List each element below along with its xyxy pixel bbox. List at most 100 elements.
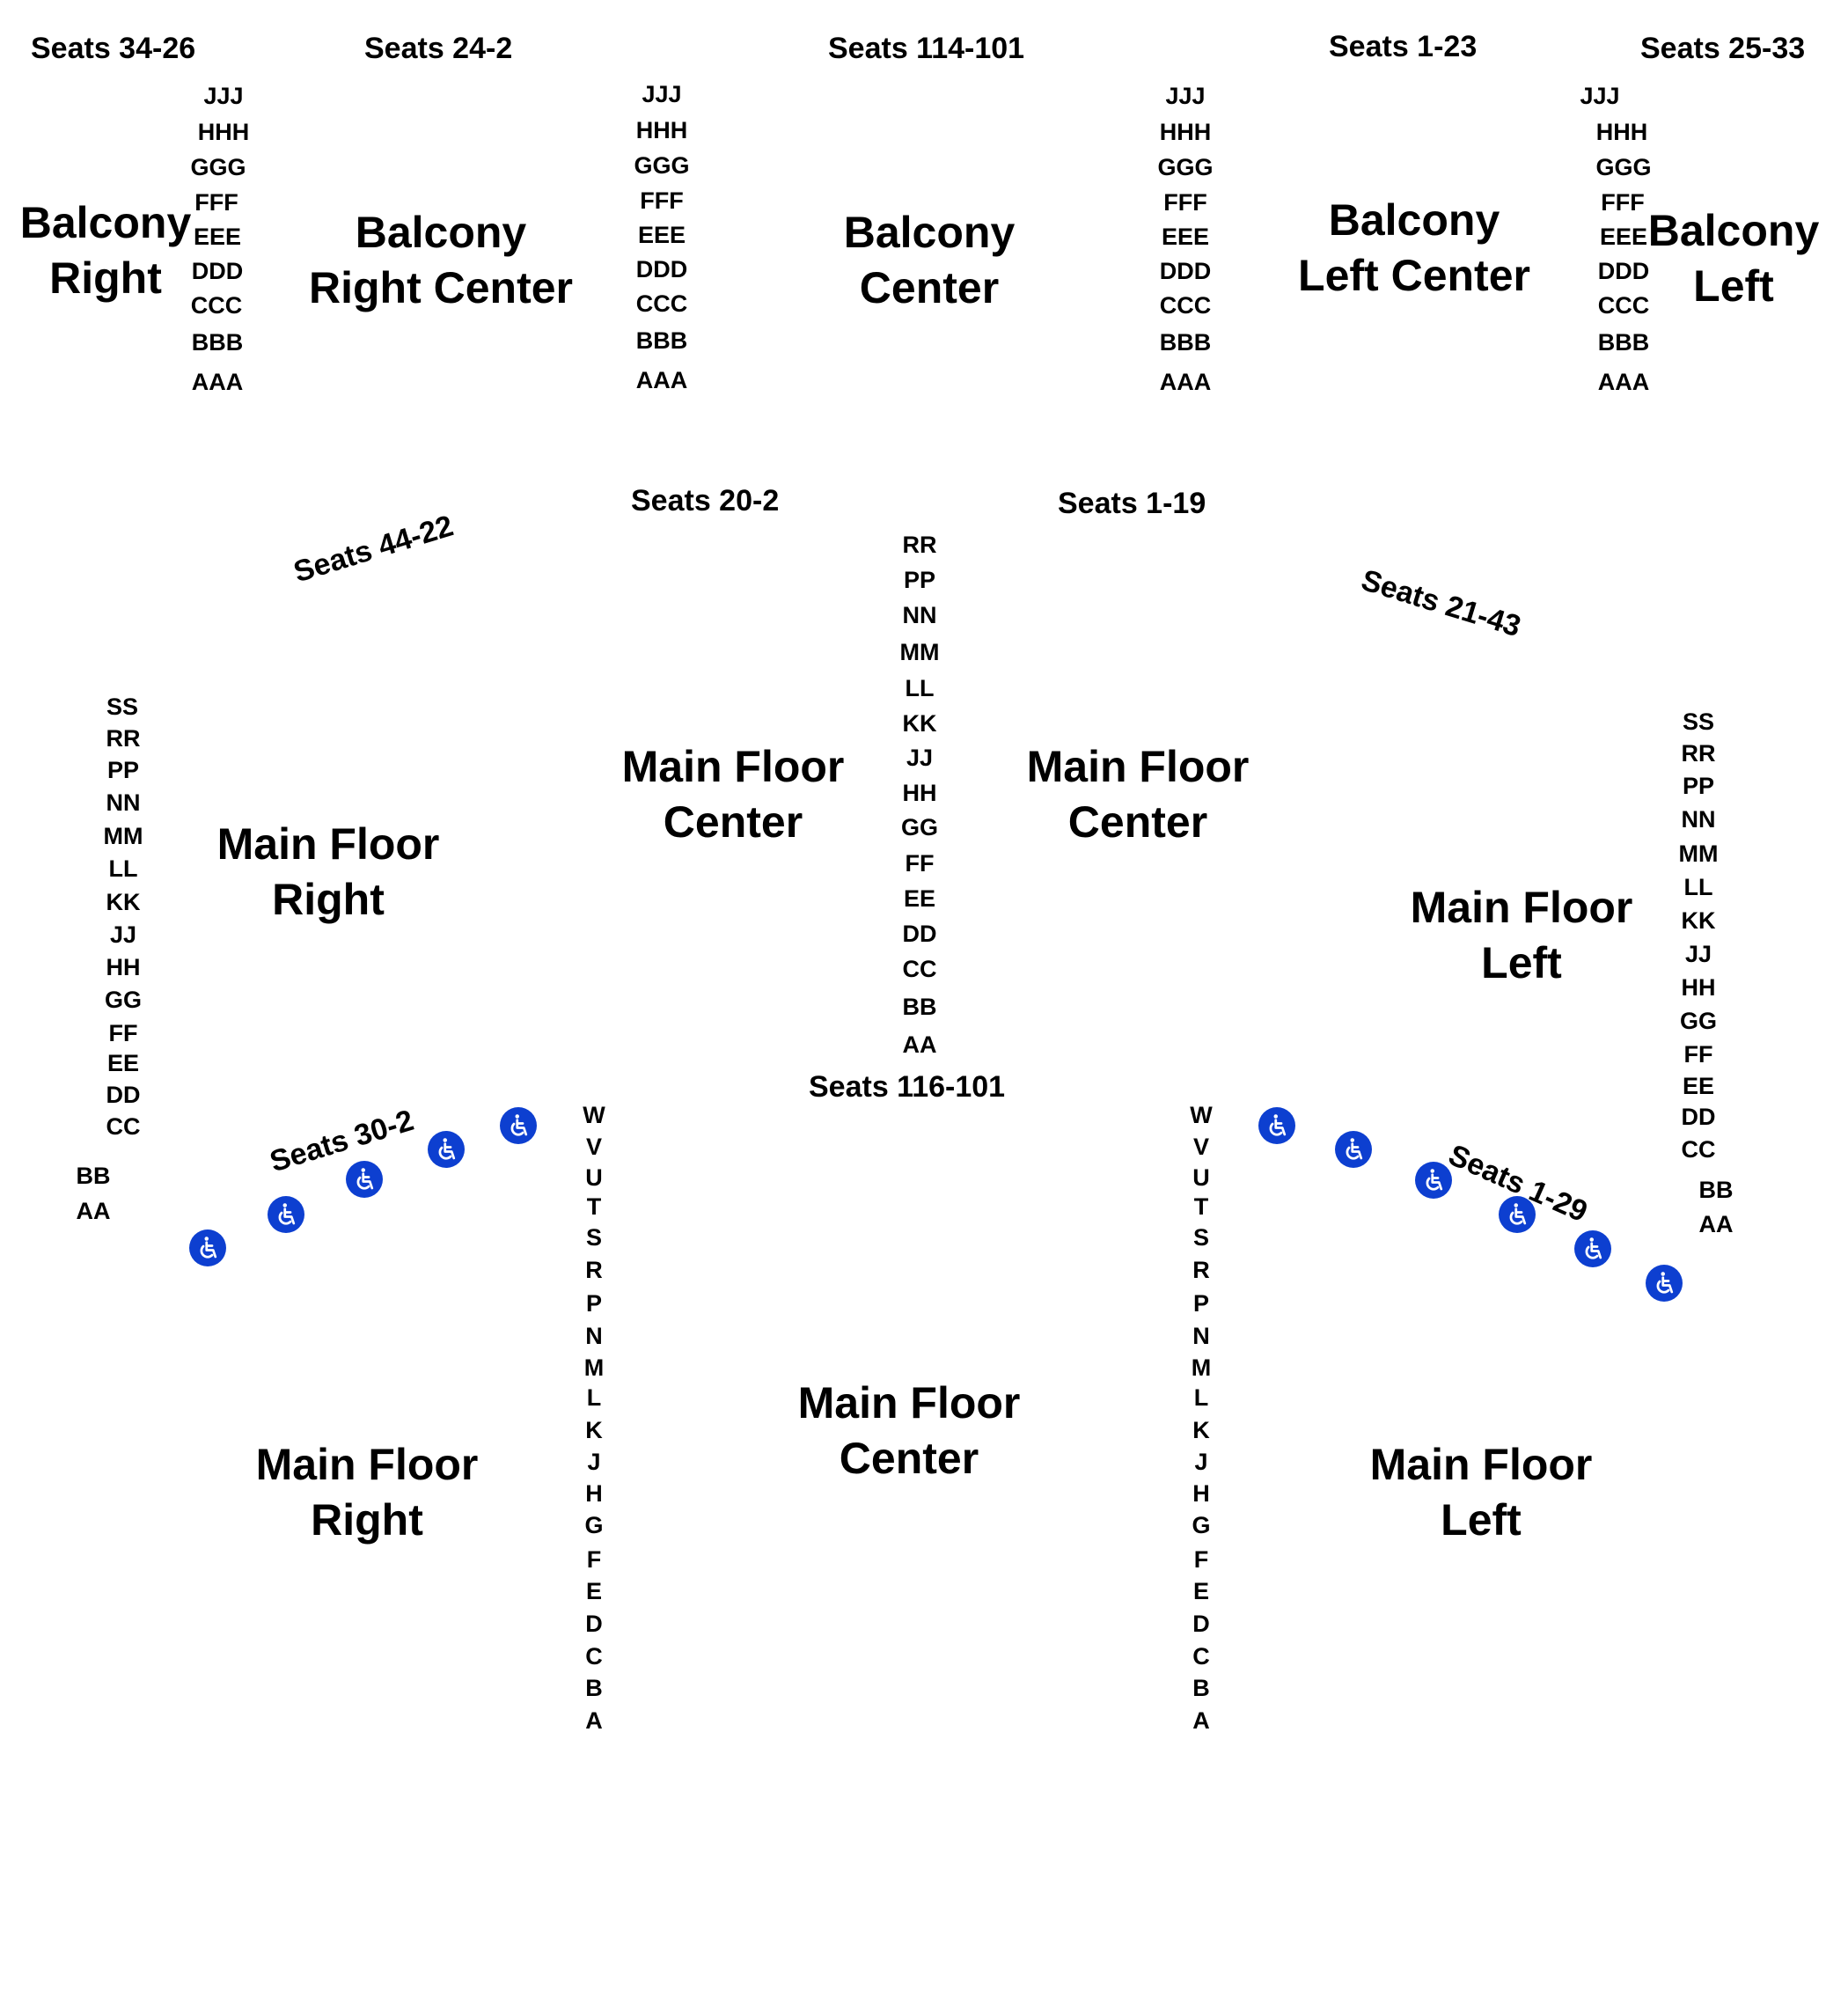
balcony-right-row-ccc: CCC — [190, 292, 243, 319]
wheelchair-accessible-icon — [428, 1131, 465, 1168]
balcony-center-right-col-row-aaa: AAA — [635, 367, 688, 393]
wheelchair-accessible-icon — [268, 1196, 304, 1233]
balcony-center-right-col-row-hhh: HHH — [635, 117, 688, 143]
main-right-upper-row-rr: RR — [106, 725, 141, 752]
balcony-right-row-fff: FFF — [194, 189, 238, 216]
main-center-upper-row-ll: LL — [905, 675, 935, 701]
main-left-upper-row-ff: FF — [1683, 1041, 1713, 1068]
seat-range-main-left-upper: Seats 21-43 — [1357, 563, 1525, 644]
wheelchair-accessible-icon — [346, 1161, 383, 1198]
main-center-upper-row-mm: MM — [899, 639, 940, 665]
seat-range-balcony-left-center: Seats 1-23 — [1329, 30, 1478, 63]
main-lower-right-col-row-k: K — [585, 1417, 603, 1443]
balcony-center-left-col-row-eee: EEE — [1161, 224, 1210, 250]
main-lower-left-col-row-l: L — [1193, 1384, 1209, 1411]
main-right-upper-row-aa: AA — [76, 1198, 111, 1224]
main-lower-right-col-row-f: F — [586, 1546, 602, 1573]
balcony-center-right-col-row-fff: FFF — [640, 187, 684, 214]
main-center-upper-row-cc: CC — [902, 956, 937, 982]
main-lower-left-col-row-v: V — [1192, 1134, 1210, 1160]
balcony-left-row-ddd: DDD — [1597, 258, 1650, 284]
seat-range-main-center-left-half: Seats 1-19 — [1058, 487, 1206, 520]
main-lower-left-col-row-m: M — [1191, 1354, 1212, 1381]
main-lower-left-col-row-f: F — [1193, 1546, 1209, 1573]
main-lower-right-col-row-b: B — [585, 1675, 603, 1701]
balcony-center-right-col-row-jjj: JJJ — [642, 81, 682, 107]
balcony-right-row-ggg: GGG — [190, 154, 246, 180]
main-right-upper-row-pp: PP — [106, 757, 140, 783]
balcony-center-right-col-row-eee: EEE — [637, 222, 686, 248]
main-lower-left-col-row-t: T — [1193, 1193, 1209, 1220]
balcony-center-left-col-row-aaa: AAA — [1159, 369, 1212, 395]
main-lower-left-col-row-b: B — [1192, 1675, 1210, 1701]
main-left-upper-row-bb: BB — [1698, 1177, 1734, 1203]
main-lower-left-col-row-j: J — [1194, 1449, 1208, 1475]
balcony-right-row-hhh: HHH — [197, 119, 250, 145]
seat-range-main-right-lower: Seats 30-2 — [266, 1103, 418, 1179]
balcony-center-right-col-row-ccc: CCC — [635, 290, 688, 317]
main-right-upper-row-dd: DD — [106, 1082, 141, 1108]
main-right-upper-row-gg: GG — [104, 987, 143, 1013]
main-center-upper-row-rr: RR — [902, 532, 937, 558]
main-right-upper-row-bb: BB — [76, 1163, 111, 1189]
main-lower-left-col-row-s: S — [1192, 1224, 1210, 1251]
wheelchair-accessible-icon — [1574, 1230, 1611, 1267]
wheelchair-accessible-icon — [189, 1229, 226, 1266]
wheelchair-accessible-icon — [1415, 1162, 1452, 1199]
main-right-upper-row-nn: NN — [106, 789, 141, 816]
main-left-upper-row-mm: MM — [1678, 840, 1719, 867]
main-lower-right-col-row-d: D — [585, 1611, 603, 1637]
main-lower-right-col-row-c: C — [585, 1643, 603, 1670]
main-lower-right-col-row-v: V — [585, 1134, 603, 1160]
main-lower-left-col-row-a: A — [1192, 1707, 1210, 1734]
balcony-left-row-ggg: GGG — [1595, 154, 1652, 180]
main-center-upper-row-bb: BB — [902, 994, 937, 1020]
wheelchair-accessible-icon — [1258, 1107, 1295, 1144]
balcony-center-right-col-row-ddd: DDD — [635, 256, 688, 283]
balcony-left-row-hhh: HHH — [1595, 119, 1648, 145]
balcony-right-row-ddd: DDD — [191, 258, 244, 284]
main-lower-right-col-row-m: M — [583, 1354, 605, 1381]
main-left-upper-row-cc: CC — [1681, 1136, 1716, 1163]
main-left-upper-row-gg: GG — [1679, 1008, 1718, 1034]
wheelchair-accessible-icon — [1335, 1131, 1372, 1168]
main-center-upper-row-gg: GG — [900, 814, 939, 840]
main-lower-right-col-row-e: E — [585, 1578, 603, 1604]
main-left-upper-row-pp: PP — [1682, 773, 1715, 799]
main-right-upper-row-cc: CC — [106, 1113, 141, 1140]
main-lower-left-col-row-w: W — [1190, 1102, 1213, 1128]
main-center-upper-row-nn: NN — [902, 602, 937, 628]
main-right-upper-row-kk: KK — [106, 889, 141, 915]
balcony-center-left-col-row-jjj: JJJ — [1165, 83, 1206, 109]
main-left-upper-row-hh: HH — [1681, 974, 1716, 1001]
main-lower-left-col-row-k: K — [1192, 1417, 1210, 1443]
main-lower-right-col-row-l: L — [586, 1384, 602, 1411]
main-center-upper-row-hh: HH — [902, 780, 937, 806]
main-right-upper-row-ff: FF — [108, 1020, 138, 1046]
main-lower-right-col-row-p: P — [585, 1290, 603, 1317]
balcony-center-left-col-row-bbb: BBB — [1159, 329, 1212, 356]
balcony-right-row-bbb: BBB — [191, 329, 244, 356]
main-center-upper-row-aa: AA — [902, 1031, 937, 1058]
main-center-upper-row-ff: FF — [905, 850, 935, 877]
wheelchair-accessible-icon — [1499, 1196, 1536, 1233]
main-lower-left-col-row-g: G — [1192, 1512, 1211, 1538]
main-left-upper-row-rr: RR — [1681, 740, 1716, 767]
main-lower-left-col-row-c: C — [1192, 1643, 1210, 1670]
main-lower-right-col-row-g: G — [584, 1512, 604, 1538]
balcony-center-left-col-row-ccc: CCC — [1159, 292, 1212, 319]
main-lower-left-col-row-n: N — [1192, 1323, 1210, 1349]
main-lower-right-col-row-n: N — [585, 1323, 603, 1349]
main-left-upper-row-ee: EE — [1682, 1073, 1715, 1099]
balcony-left-row-eee: EEE — [1599, 224, 1648, 250]
main-right-upper-row-ll: LL — [108, 855, 138, 882]
main-right-upper-row-ss: SS — [106, 694, 139, 720]
